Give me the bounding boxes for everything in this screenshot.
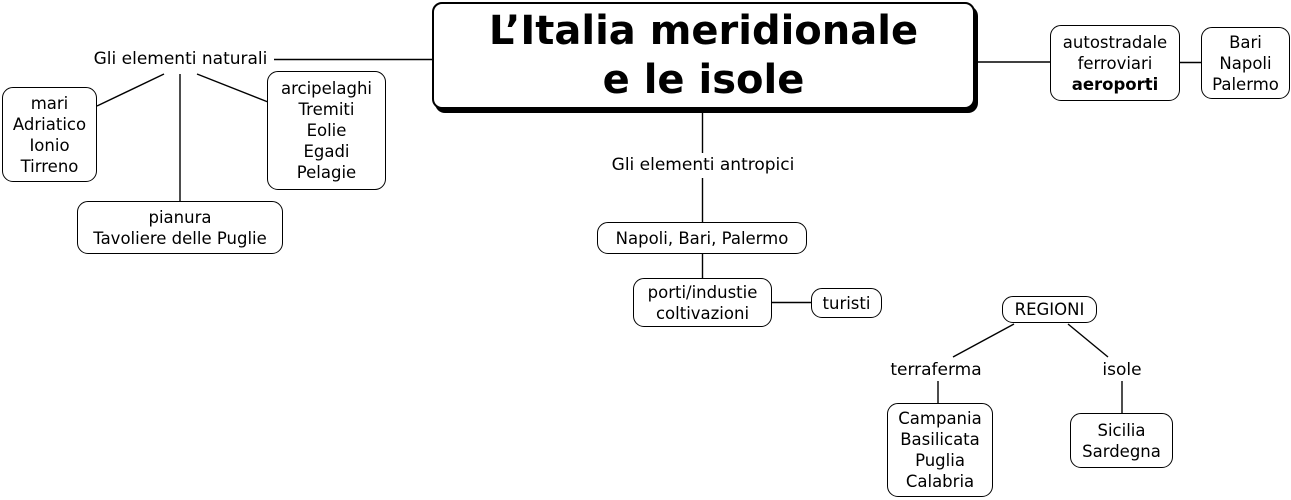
node-arcipelaghi-line: arcipelaghi <box>280 79 373 98</box>
node-trasporti-line-aeroporti: aeroporti <box>1071 74 1159 94</box>
node-regioni-terraferma-line: Calabria <box>905 472 975 491</box>
connector-naturali-mari <box>96 73 165 107</box>
node-mari-line: Adriatico <box>12 114 87 134</box>
node-regioni-isole-line: Sicilia <box>1097 420 1146 440</box>
node-mari-line: mari <box>30 93 69 113</box>
node-citta-collegamenti: Bari Napoli Palermo <box>1201 27 1290 99</box>
node-arcipelaghi-line: Tremiti <box>298 100 355 119</box>
connector-naturali-arcipelaghi <box>196 73 269 103</box>
node-regioni-terraferma-line: Basilicata <box>900 430 980 449</box>
node-mari-line: Tirreno <box>20 156 79 176</box>
node-porti-industrie-line: coltivazioni <box>655 303 750 323</box>
node-pianura: pianura Tavoliere delle Puglie <box>77 201 283 254</box>
label-elementi-antropici: Gli elementi antropici <box>611 155 795 175</box>
node-arcipelaghi: arcipelaghi Tremiti Eolie Egadi Pelagie <box>267 71 386 190</box>
node-citta-antropiche: Napoli, Bari, Palermo <box>597 222 807 254</box>
node-arcipelaghi-line: Pelagie <box>296 163 357 182</box>
node-pianura-line: pianura <box>148 207 212 227</box>
node-regioni: REGIONI <box>1002 296 1097 323</box>
title-line-1: L’Italia meridionale <box>488 7 919 54</box>
node-trasporti-line: autostradale <box>1062 32 1168 52</box>
node-arcipelaghi-line: Egadi <box>303 142 350 161</box>
node-trasporti: autostradale ferroviari aeroporti <box>1050 25 1180 101</box>
node-citta-antropiche-line: Napoli, Bari, Palermo <box>615 228 789 248</box>
node-trasporti-line: ferroviari <box>1077 53 1153 73</box>
node-regioni-terraferma: Campania Basilicata Puglia Calabria <box>887 403 993 497</box>
node-arcipelaghi-line: Eolie <box>306 121 347 140</box>
node-citta-collegamenti-line: Bari <box>1229 32 1262 52</box>
node-regioni-terraferma-line: Puglia <box>915 451 965 470</box>
label-elementi-naturali: Gli elementi naturali <box>93 49 268 69</box>
node-citta-collegamenti-line: Palermo <box>1212 74 1279 94</box>
node-citta-collegamenti-line: Napoli <box>1219 53 1272 73</box>
node-regioni-line: REGIONI <box>1014 300 1085 319</box>
node-regioni-terraferma-line: Campania <box>898 409 982 428</box>
title-box: L’Italia meridionale e le isole <box>432 2 975 109</box>
node-turisti-line: turisti <box>822 293 871 313</box>
label-terraferma: terraferma <box>890 360 982 380</box>
node-regioni-isole: Sicilia Sardegna <box>1070 413 1173 468</box>
node-pianura-line: Tavoliere delle Puglie <box>93 228 267 248</box>
title-line-2: e le isole <box>602 56 805 103</box>
node-porti-industrie: porti/industie coltivazioni <box>633 278 772 327</box>
node-porti-industrie-line: porti/industie <box>647 282 758 302</box>
node-mari: mari Adriatico Ionio Tirreno <box>2 87 97 182</box>
connector-regioni-isole <box>1067 323 1109 358</box>
node-regioni-isole-line: Sardegna <box>1082 441 1161 461</box>
node-turisti: turisti <box>811 288 882 318</box>
label-isole: isole <box>1102 360 1142 380</box>
connector-regioni-terraferma <box>952 323 1015 358</box>
node-mari-line: Ionio <box>29 135 70 155</box>
